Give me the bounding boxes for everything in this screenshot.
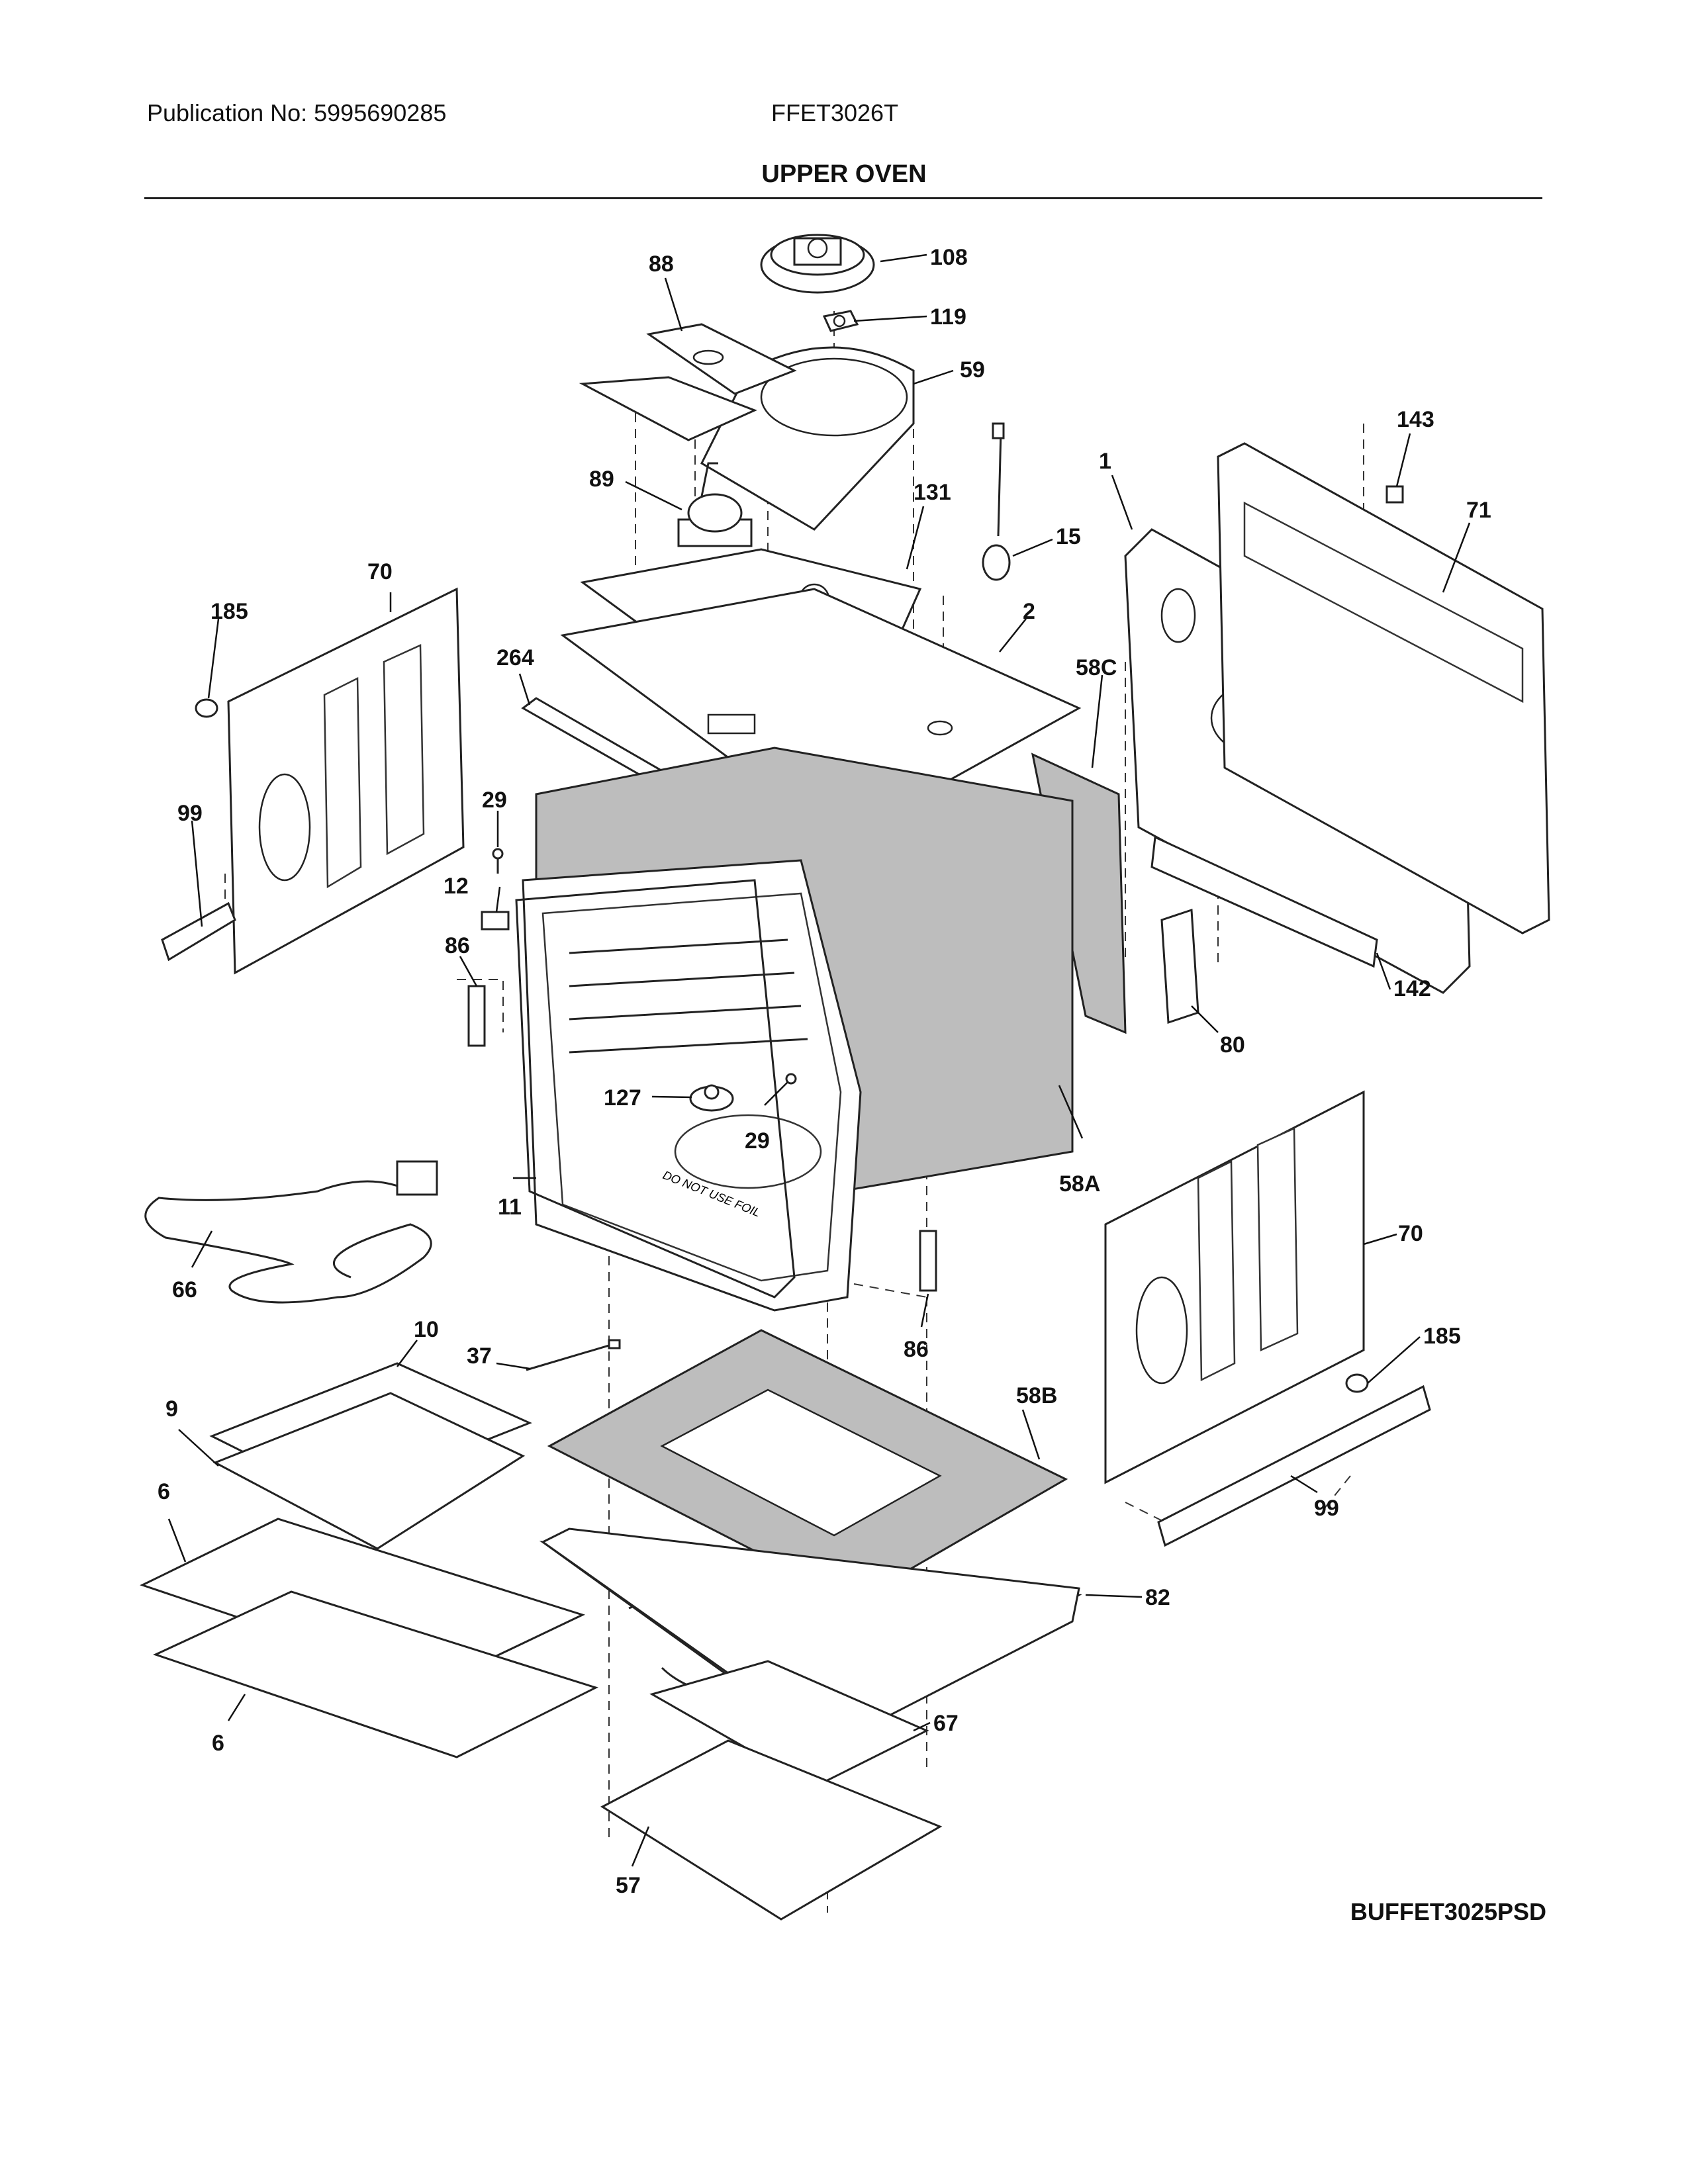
part-57-bottom-panel [600, 1739, 943, 1921]
label-37: 37 [467, 1343, 492, 1369]
label-127: 127 [604, 1085, 641, 1111]
label-142: 142 [1393, 976, 1431, 1001]
label-57: 57 [616, 1873, 641, 1898]
label-119: 119 [930, 304, 966, 330]
label-6-lower: 6 [212, 1731, 224, 1756]
part-15-temperature-sensor [982, 422, 1011, 581]
part-143-clip [1385, 485, 1404, 504]
part-29-screw-top [492, 848, 504, 874]
part-185-plug-left [195, 698, 218, 718]
part-80-hinge-receiver [1160, 908, 1199, 1024]
oven-cavity: DO NOT USE FOIL [522, 859, 862, 1312]
part-9-broil-pan [212, 1392, 526, 1550]
label-185-right: 185 [1423, 1324, 1461, 1349]
part-99-rail-right [1157, 1385, 1431, 1547]
part-86-door-hinge-right [919, 1230, 937, 1292]
part-99-rail-left [161, 901, 236, 962]
part-12-lamp-socket [481, 911, 510, 931]
label-15: 15 [1056, 524, 1081, 549]
label-82: 82 [1145, 1585, 1170, 1610]
label-88: 88 [649, 251, 674, 277]
label-86-left: 86 [445, 933, 470, 958]
part-66-broil-element [144, 1160, 438, 1304]
part-86-door-hinge-left [467, 985, 486, 1047]
part-108-convection-motor [760, 234, 875, 294]
part-127-fan-blade [689, 1084, 734, 1112]
part-37-sensor [526, 1339, 621, 1371]
part-88-air-baffle [579, 323, 797, 441]
label-99-left: 99 [177, 801, 203, 826]
label-10: 10 [414, 1317, 439, 1342]
part-185-plug-right [1345, 1373, 1369, 1393]
label-1: 1 [1099, 449, 1111, 474]
label-11: 11 [498, 1195, 522, 1220]
label-59: 59 [960, 357, 985, 383]
label-86-right: 86 [904, 1337, 929, 1362]
label-185-left: 185 [211, 599, 248, 624]
label-58A: 58A [1059, 1171, 1100, 1197]
part-29-screw-lower [785, 1073, 797, 1085]
part-11-door-gasket [515, 879, 796, 1298]
section-title: UPPER OVEN [761, 160, 927, 188]
label-143: 143 [1397, 407, 1434, 432]
label-80: 80 [1220, 1032, 1245, 1058]
part-89-blower [677, 462, 753, 547]
label-99-right: 99 [1314, 1496, 1339, 1521]
diagram-code: BUFFET3025PSD [1350, 1898, 1546, 1925]
part-82-bake-element [539, 1527, 1082, 1749]
part-70-side-panel-left [227, 587, 465, 975]
publication-number: Publication No: 5995690285 [147, 99, 447, 126]
part-59-fan-shroud [700, 346, 915, 531]
label-2: 2 [1023, 599, 1035, 624]
label-264: 264 [496, 645, 534, 670]
part-70-side-panel-right [1104, 1090, 1365, 1484]
label-58C: 58C [1076, 655, 1117, 680]
part-142-vent-trim [1150, 835, 1378, 968]
label-67: 67 [933, 1711, 959, 1736]
label-58B: 58B [1016, 1383, 1057, 1408]
label-6-upper: 6 [158, 1479, 170, 1504]
label-9: 9 [165, 1396, 178, 1422]
model-number: FFET3026T [771, 99, 899, 126]
label-70-right: 70 [1398, 1221, 1423, 1246]
part-labels: 108 88 119 59 143 1 71 89 131 15 70 185 … [158, 245, 1491, 1898]
label-70-left: 70 [367, 559, 393, 584]
header-rule [144, 197, 1542, 199]
part-119-bracket [822, 310, 859, 332]
label-12: 12 [444, 874, 469, 899]
label-71: 71 [1466, 498, 1491, 523]
leader-lines [167, 253, 1471, 1867]
label-29-top: 29 [482, 788, 507, 813]
part-6-oven-rack-lower [152, 1590, 598, 1758]
part-2-top-panel [560, 588, 1082, 842]
label-131: 131 [914, 480, 951, 505]
label-89: 89 [589, 467, 614, 492]
label-66: 66 [172, 1277, 197, 1302]
part-71-rear-cover [1217, 442, 1550, 934]
label-108: 108 [930, 245, 968, 270]
label-29-lower: 29 [745, 1128, 770, 1154]
